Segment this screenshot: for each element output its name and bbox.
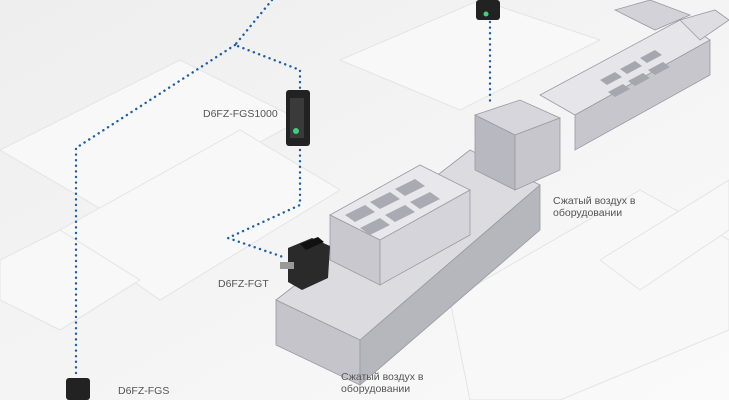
network-lines xyxy=(74,0,492,380)
label-compressed-air-top: Сжатый воздух в оборудовании xyxy=(553,195,636,219)
sensor-fgs1000[interactable] xyxy=(286,90,310,146)
label-compressed-air-bottom: Сжатый воздух в оборудовании xyxy=(341,371,424,395)
label-d6fz-fgt: D6FZ-FGT xyxy=(218,278,269,290)
label-d6fz-fgs: D6FZ-FGS xyxy=(118,385,170,397)
machine-line xyxy=(275,0,729,386)
sensor-top[interactable] xyxy=(476,0,500,20)
label-d6fz-fgs1000: D6FZ-FGS1000 xyxy=(203,108,278,120)
sensor-fgs[interactable] xyxy=(66,378,90,400)
sensor-fgt[interactable] xyxy=(280,237,330,290)
